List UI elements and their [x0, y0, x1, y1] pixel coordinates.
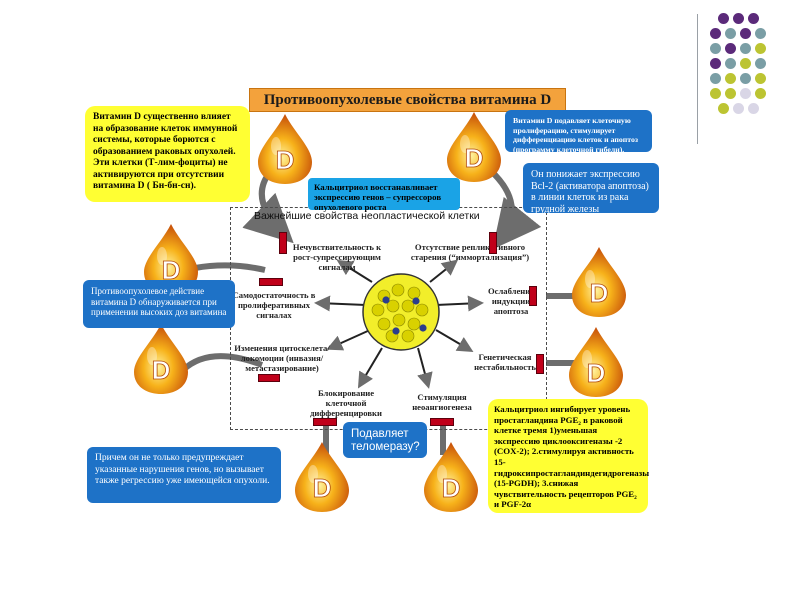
box-prevents-regression: Причем он не только предупреждает указан…: [87, 447, 281, 503]
decorative-dot: [725, 58, 736, 69]
label-genetic-instability: Генетическая нестабильность: [474, 352, 536, 372]
decorative-dot: [748, 13, 759, 24]
label-invasion: Изменения цитоскелета/локомоции (инвазия…: [234, 343, 330, 373]
decorative-dot: [733, 103, 744, 114]
vitamin-d-drop-icon: D: [572, 247, 626, 317]
decorative-dot: [740, 28, 751, 39]
decorative-dot: [755, 58, 766, 69]
inhibitor-bar-insensitivity: [279, 232, 287, 254]
vitamin-d-drop-icon: D: [569, 327, 623, 397]
decorative-dot: [755, 43, 766, 54]
box-immune-effect: Витамин D существенно влияет на образова…: [85, 106, 250, 202]
drop-letter: D: [152, 355, 171, 385]
decorative-dot: [725, 73, 736, 84]
label-block-differentiation: Блокирование клеточной дифференцировки: [310, 388, 382, 418]
decorative-dot: [710, 73, 721, 84]
drop-letter: D: [162, 255, 181, 285]
box-high-doses: Противоопухолевое действие витамина D об…: [83, 280, 235, 328]
inhibitor-bar-invasion: [258, 374, 280, 382]
decorative-dot: [740, 43, 751, 54]
inhibitor-bar-senescence: [489, 232, 497, 254]
inhibitor-bar-apoptosis: [529, 286, 537, 306]
label-no-senescence: Отсутствие репликативного старения (“имм…: [410, 242, 530, 262]
decorative-dot: [740, 58, 751, 69]
frame-title: Важнейшие свойства неопластической клетк…: [254, 210, 480, 222]
decorative-dot: [740, 88, 751, 99]
arrow-left-lower: [180, 353, 264, 373]
decorative-dot: [755, 88, 766, 99]
vitamin-d-drop-icon: D: [447, 112, 501, 182]
box-pge2: Кальцитриол ингибирует уровень простагла…: [488, 399, 649, 513]
decorative-dot: [718, 103, 729, 114]
decorative-dot: [725, 88, 736, 99]
decorative-dot: [725, 28, 736, 39]
decorative-dot: [718, 13, 729, 24]
arrow-top-right-curve: [487, 167, 542, 250]
vitamin-d-drop-icon: D: [144, 224, 198, 294]
decorative-divider: [697, 14, 698, 144]
box-telomerase: Подавляет теломеразу?: [343, 422, 427, 458]
drop-letter: D: [276, 145, 295, 175]
box-proliferation: Витамин D подавляет клеточную пролиферац…: [505, 110, 652, 154]
decorative-dot: [740, 73, 751, 84]
inhibitor-bar-angiogenesis: [430, 418, 454, 426]
decorative-dot: [710, 28, 721, 39]
label-self-sufficiency: Самодостаточность в пролиферативных сигн…: [232, 290, 316, 320]
drop-letter: D: [442, 473, 461, 503]
page-title: Противоопухолевые свойства витамина D: [249, 88, 566, 112]
vitamin-d-drop-icon: D: [424, 442, 478, 512]
drop-letter: D: [465, 143, 484, 173]
decorative-dot: [710, 43, 721, 54]
label-insensitivity: Нечувствительность к рост-супрессирующим…: [292, 242, 382, 272]
drop-letter: D: [313, 473, 332, 503]
vitamin-d-drop-icon: D: [134, 324, 188, 394]
decorative-dot: [755, 73, 766, 84]
inhibitor-bar-differentiation: [313, 418, 337, 426]
decorative-dot: [725, 43, 736, 54]
decorative-dot: [748, 103, 759, 114]
decorative-dot: [755, 28, 766, 39]
decorative-dot: [710, 58, 721, 69]
vitamin-d-drop-icon: D: [258, 114, 312, 184]
label-apoptosis: Ослабление индукции апоптоза: [487, 286, 535, 316]
box-calcitriol-genes: Кальцитриол восстанавливает экспрессию г…: [308, 178, 460, 212]
drop-letter: D: [587, 358, 606, 388]
decorative-dot: [733, 13, 744, 24]
box-bcl2: Он понижает экспрессию Bcl-2 (активатора…: [523, 163, 659, 215]
drop-letter: D: [590, 278, 609, 308]
label-angiogenesis: Стимуляция неоангиогенеза: [412, 392, 472, 412]
inhibitor-bar-self-sufficiency: [259, 278, 283, 286]
vitamin-d-drop-icon: D: [295, 442, 349, 512]
decorative-dot: [710, 88, 721, 99]
inhibitor-bar-instability: [536, 354, 544, 374]
